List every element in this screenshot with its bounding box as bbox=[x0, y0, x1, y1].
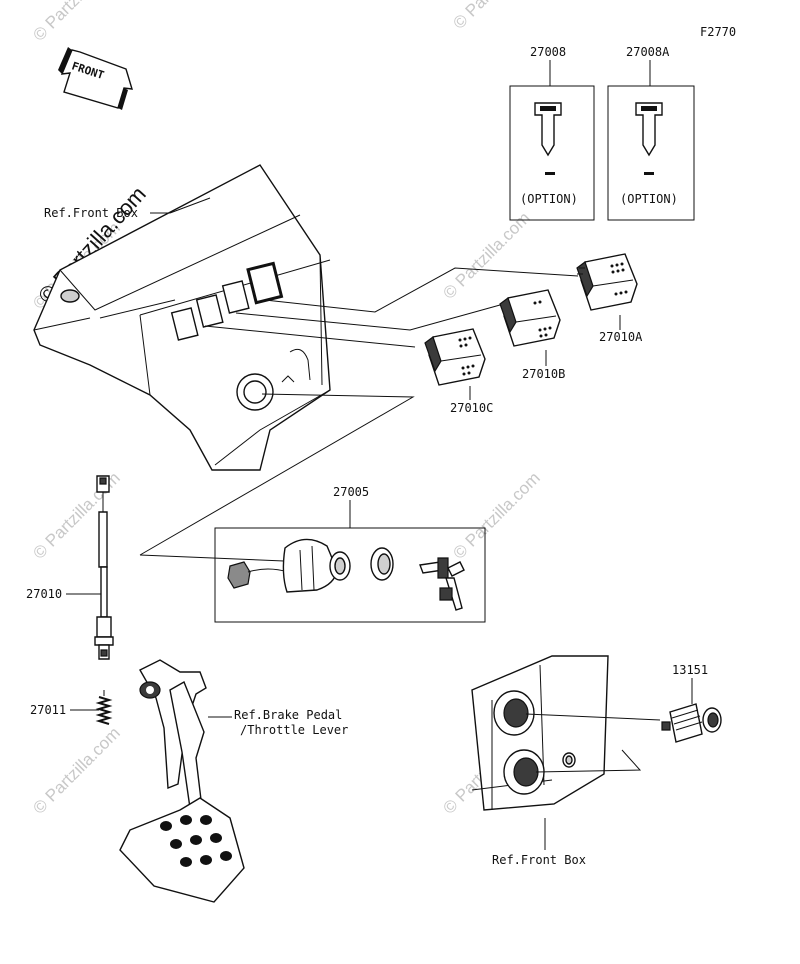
part-number-27008: 27008 bbox=[530, 45, 566, 59]
watermark: © Partzilla.com bbox=[29, 723, 123, 817]
watermark: © Partzilla.com bbox=[449, 0, 543, 33]
front-arrow-icon: FRONT bbox=[58, 47, 133, 110]
watermark: © Partzilla.com bbox=[449, 468, 543, 562]
option-label-a: (OPTION) bbox=[520, 192, 578, 206]
front-box-dashboard bbox=[33, 164, 331, 471]
ref-brake-pedal-line1: Ref.Brake Pedal bbox=[234, 708, 342, 722]
diagram-code: F2770 bbox=[700, 25, 736, 39]
part-number-13151: 13151 bbox=[672, 663, 708, 677]
part-number-27010C: 27010C bbox=[450, 401, 493, 415]
ref-front-box-top: Ref.Front Box bbox=[44, 206, 138, 220]
ref-front-box-bottom: Ref.Front Box bbox=[492, 853, 586, 867]
ignition-nut bbox=[370, 547, 394, 581]
part-number-27005: 27005 bbox=[333, 485, 369, 499]
part-number-27011: 27011 bbox=[30, 703, 66, 717]
rocker-switch-27010C bbox=[424, 328, 486, 386]
key-option-a: (OPTION) bbox=[509, 60, 595, 221]
part-number-27010B: 27010B bbox=[522, 367, 565, 381]
switch-leader-lines bbox=[139, 267, 579, 556]
power-socket-icon bbox=[661, 703, 722, 743]
part-number-27010: 27010 bbox=[26, 587, 62, 601]
ignition-switch bbox=[227, 538, 351, 593]
part-number-27008A: 27008A bbox=[626, 45, 670, 59]
ignition-set-box bbox=[214, 527, 486, 623]
brake-pedal bbox=[119, 659, 245, 903]
rocker-switch-27010A bbox=[576, 253, 638, 311]
watermark: © Partzilla.com bbox=[29, 0, 123, 45]
watermark: © Partzilla.com bbox=[439, 208, 533, 302]
key-option-b: (OPTION) bbox=[607, 60, 695, 221]
option-label-b: (OPTION) bbox=[620, 192, 678, 206]
rocker-switch-27010B bbox=[499, 289, 561, 347]
ignition-keys-icon bbox=[419, 557, 465, 611]
front-box-bottom bbox=[471, 655, 609, 811]
spring-icon bbox=[95, 690, 113, 725]
stop-lamp-switch bbox=[94, 475, 114, 660]
part-number-27010A: 27010A bbox=[599, 330, 643, 344]
ref-brake-pedal-line2: /Throttle Lever bbox=[240, 723, 348, 737]
